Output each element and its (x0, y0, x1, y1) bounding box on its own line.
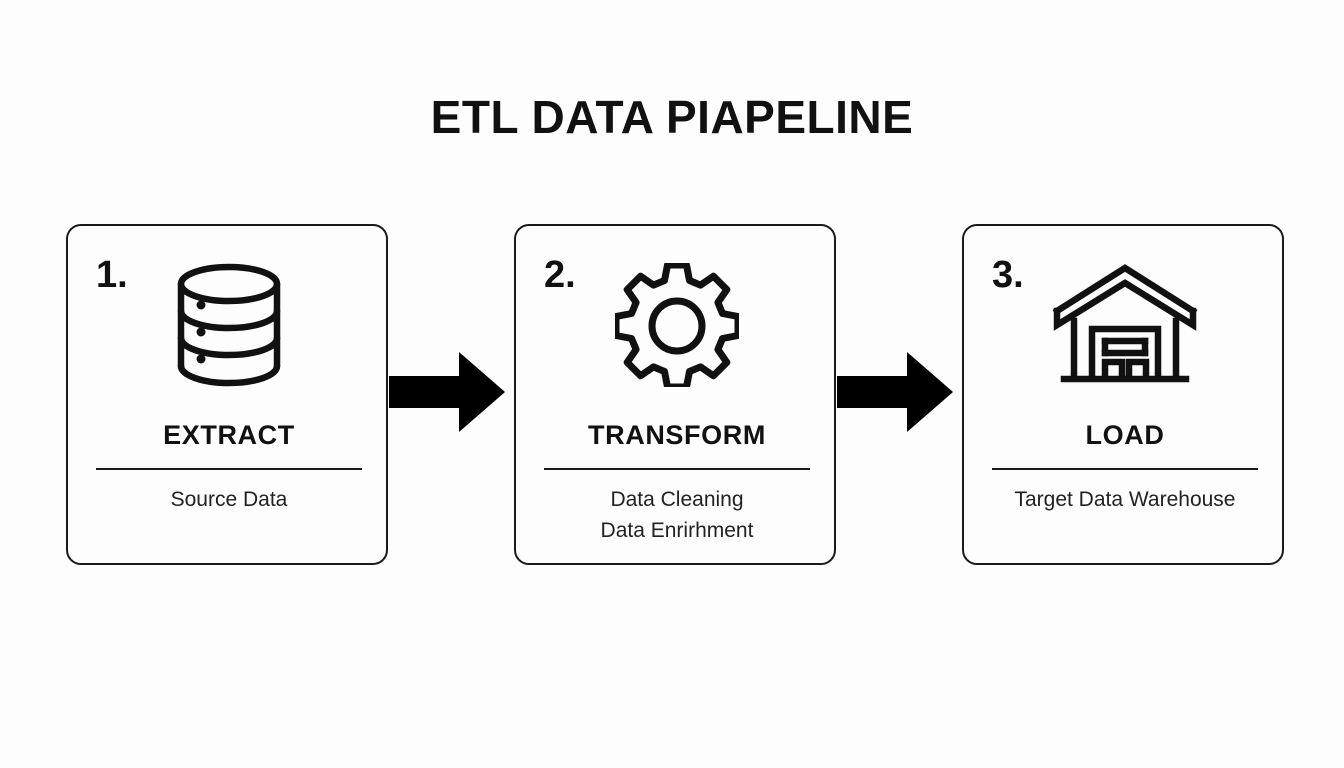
stage-divider (96, 468, 362, 470)
stage-divider (544, 468, 810, 470)
stage-detail-load: Target Data Warehouse (964, 484, 1286, 515)
detail-line: Target Data Warehouse (1014, 488, 1236, 511)
detail-line: Data Enrirhment (600, 519, 754, 543)
gear-icon (516, 260, 838, 390)
arrow-transform-to-load-icon (835, 350, 955, 434)
stage-divider (992, 468, 1258, 470)
stage-card-extract[interactable]: 1. EXTRACT Source Data (66, 224, 388, 565)
stage-heading-load: LOAD (1085, 420, 1165, 450)
stage-number-3: 3. (992, 254, 1024, 296)
stage-detail-extract: Source Data (68, 484, 390, 515)
arrow-extract-to-transform-icon (387, 350, 507, 434)
stage-card-transform[interactable]: 2. TRANSFORM Data Cleaning Data Enrirhme… (514, 224, 836, 565)
stage-card-load[interactable]: 3. LOAD (962, 224, 1284, 565)
page-title: ETL DATA PIAPELINE (430, 91, 914, 143)
stage-heading-extract: EXTRACT (163, 420, 295, 450)
stage-detail-transform: Data Cleaning Data Enrirhment (516, 484, 838, 546)
stage-number-1: 1. (96, 254, 128, 296)
detail-line: Source Data (170, 488, 288, 511)
stage-number-2: 2. (544, 254, 576, 296)
stage-heading-transform: TRANSFORM (588, 420, 766, 450)
database-icon (68, 260, 390, 390)
detail-line: Data Cleaning (610, 488, 744, 511)
warehouse-icon (964, 260, 1286, 390)
